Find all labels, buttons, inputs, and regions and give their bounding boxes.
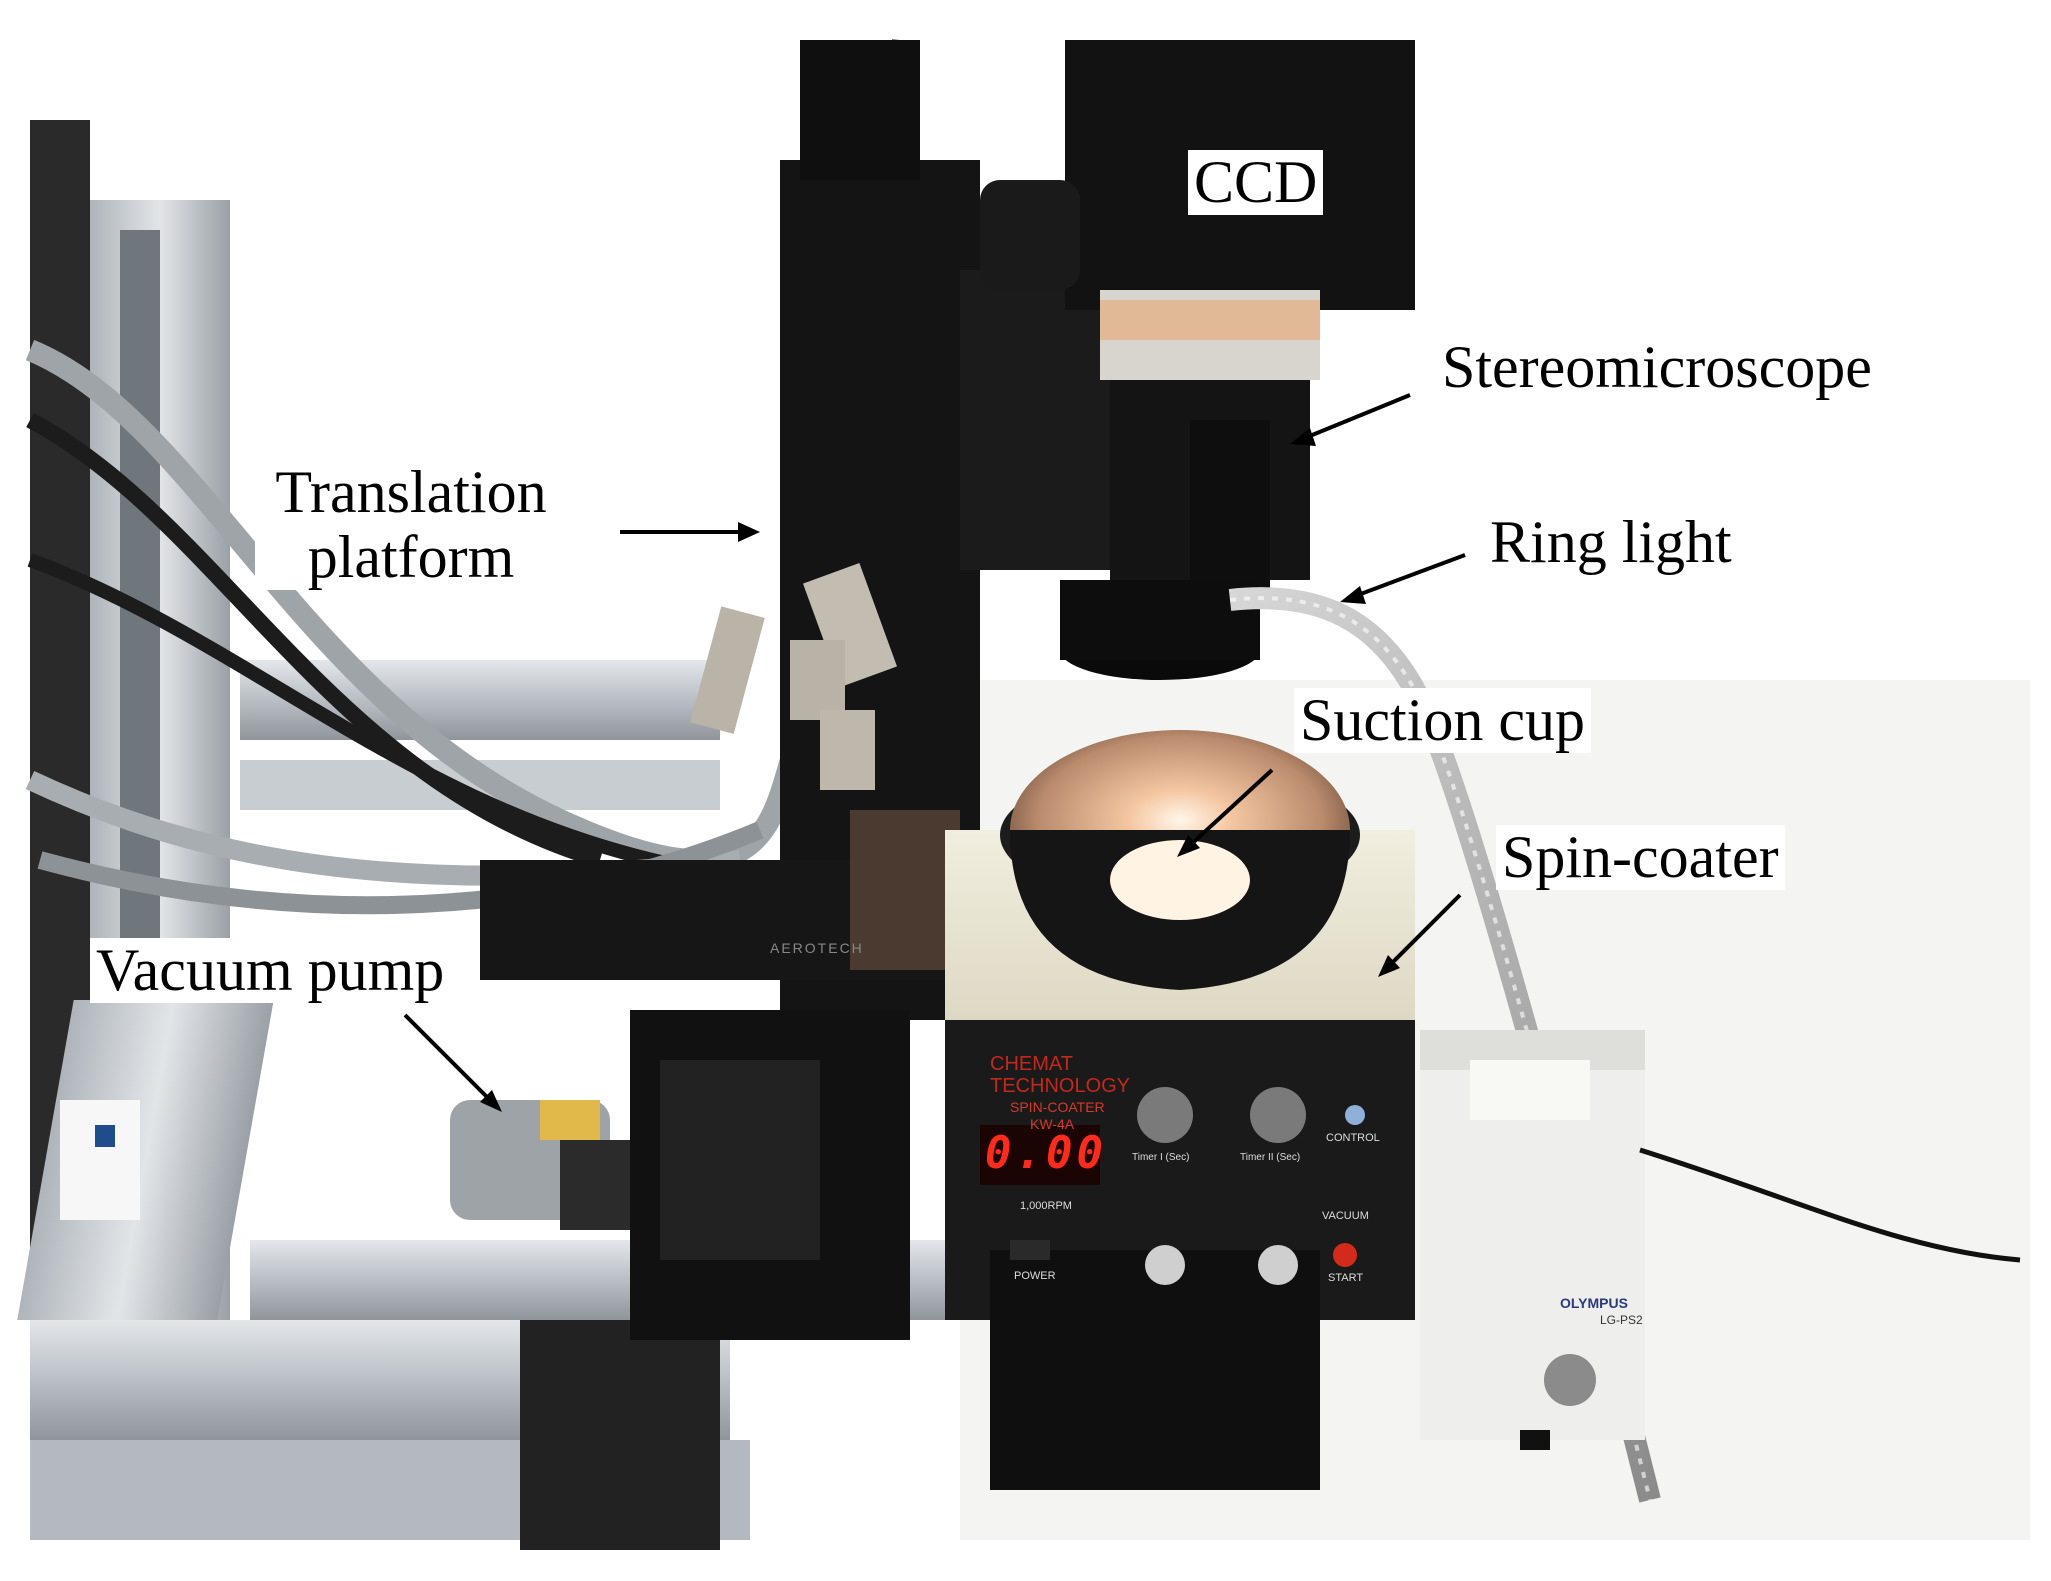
vacuum-pump [450, 1100, 630, 1230]
label-ccd: CCD [1188, 150, 1324, 215]
label-translation-line1: Translation [275, 459, 547, 525]
arrow-suction-cup [1183, 768, 1274, 852]
start-label: START [1328, 1272, 1364, 1284]
label-translation-platform: Translation platform [255, 460, 567, 590]
label-stereomicroscope: Stereomicroscope [1436, 335, 1878, 400]
timer2-label: Timer II (Sec) [1240, 1152, 1301, 1163]
arrow-spin-coater [1383, 893, 1462, 972]
brand-line1: CHEMAT [990, 1053, 1073, 1075]
connectors [690, 563, 898, 790]
stage-brand: AEROTECH [770, 940, 864, 956]
label-translation-line2: platform [307, 523, 515, 590]
light-source-brand: OLYMPUS [1560, 1295, 1628, 1311]
ring-light-source [1420, 1030, 2021, 1450]
control-label: CONTROL [1326, 1132, 1380, 1144]
brand-line2: TECHNOLOGY [990, 1075, 1131, 1097]
arrow-ring-light [1349, 553, 1466, 600]
label-suction-cup: Suction cup [1294, 688, 1591, 753]
arrow-vacuum-pump [403, 1013, 497, 1107]
model-line2: KW-4A [1030, 1116, 1075, 1132]
spin-coater [945, 730, 1415, 1490]
vacuum-label: VACUUM [1322, 1210, 1369, 1222]
arrow-stereomicroscope [1299, 393, 1411, 442]
rpm-unit: 1,000RPM [1020, 1200, 1072, 1212]
model-line1: SPIN-COATER [1010, 1099, 1105, 1115]
label-ring-light: Ring light [1484, 510, 1738, 575]
annotation-arrows [403, 393, 1466, 1112]
light-source-model: LG-PS2 [1600, 1313, 1643, 1327]
label-spin-coater: Spin-coater [1496, 825, 1785, 890]
timer1-label: Timer I (Sec) [1132, 1152, 1190, 1163]
label-vacuum-pump: Vacuum pump [90, 938, 451, 1003]
spin-coater-display: 0.00 [985, 1128, 1107, 1179]
power-label: POWER [1014, 1270, 1056, 1282]
